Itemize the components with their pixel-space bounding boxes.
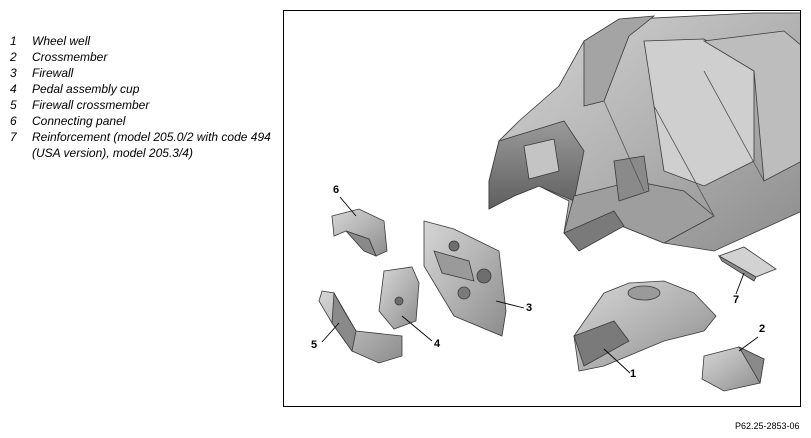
legend-number: 1 (10, 34, 17, 48)
legend-item-5: 5 Firewall crossmember (10, 97, 275, 113)
leader-line-7 (735, 272, 745, 295)
legend-text: Crossmember (32, 50, 108, 64)
figure-reference-code: P62.25-2853-06 (735, 421, 800, 431)
legend-number: 7 (10, 130, 17, 144)
leader-line-6 (339, 196, 357, 217)
leader-line-3 (495, 300, 525, 309)
callout-6: 6 (333, 184, 340, 196)
part-3-firewall (423, 220, 507, 337)
legend-number: 6 (10, 114, 17, 128)
part-7-reinforcement (717, 246, 777, 282)
legend-number: 5 (10, 98, 17, 112)
legend-number: 3 (10, 66, 17, 80)
callout-2: 2 (759, 323, 766, 335)
callout-5: 5 (311, 339, 318, 351)
part-1-wheel-well (573, 280, 717, 372)
legend-number: 2 (10, 50, 17, 64)
leader-line-2 (738, 336, 759, 352)
part-5-firewall-crossmember (318, 290, 403, 364)
callout-1: 1 (630, 368, 637, 380)
legend-item-7: 7 Reinforcement (model 205.0/2 with code … (10, 129, 275, 161)
part-4-pedal-assembly-cup (378, 266, 420, 330)
callout-4: 4 (434, 338, 441, 350)
part-2-crossmember (701, 346, 765, 392)
part-6-connecting-panel (331, 208, 388, 257)
legend-text: Reinforcement (model 205.0/2 with code 4… (32, 130, 271, 160)
leader-line-5 (321, 322, 340, 343)
leader-lines (321, 196, 759, 374)
legend-text: Firewall (32, 66, 74, 80)
callout-7: 7 (733, 294, 740, 306)
legend-item-3: 3 Firewall (10, 65, 275, 81)
body-structure-illustration (318, 12, 800, 392)
leader-line-1 (603, 348, 631, 374)
legend-text: Connecting panel (32, 114, 126, 128)
legend-item-1: 1 Wheel well (10, 33, 275, 49)
leader-line-4 (401, 315, 433, 342)
vehicle-body-shell (488, 12, 800, 252)
legend-item-4: 4 Pedal assembly cup (10, 81, 275, 97)
legend-item-2: 2 Crossmember (10, 49, 275, 65)
callout-3: 3 (526, 302, 533, 314)
legend-number: 4 (10, 82, 17, 96)
exploded-view-figure: 1 2 3 4 5 6 7 (283, 10, 801, 407)
legend-text: Pedal assembly cup (32, 82, 140, 96)
legend-text: Wheel well (32, 34, 91, 48)
legend-item-6: 6 Connecting panel (10, 113, 275, 129)
legend-text: Firewall crossmember (32, 98, 150, 112)
legend: 1 Wheel well 2 Crossmember 3 Firewall 4 Peda… (10, 33, 275, 161)
